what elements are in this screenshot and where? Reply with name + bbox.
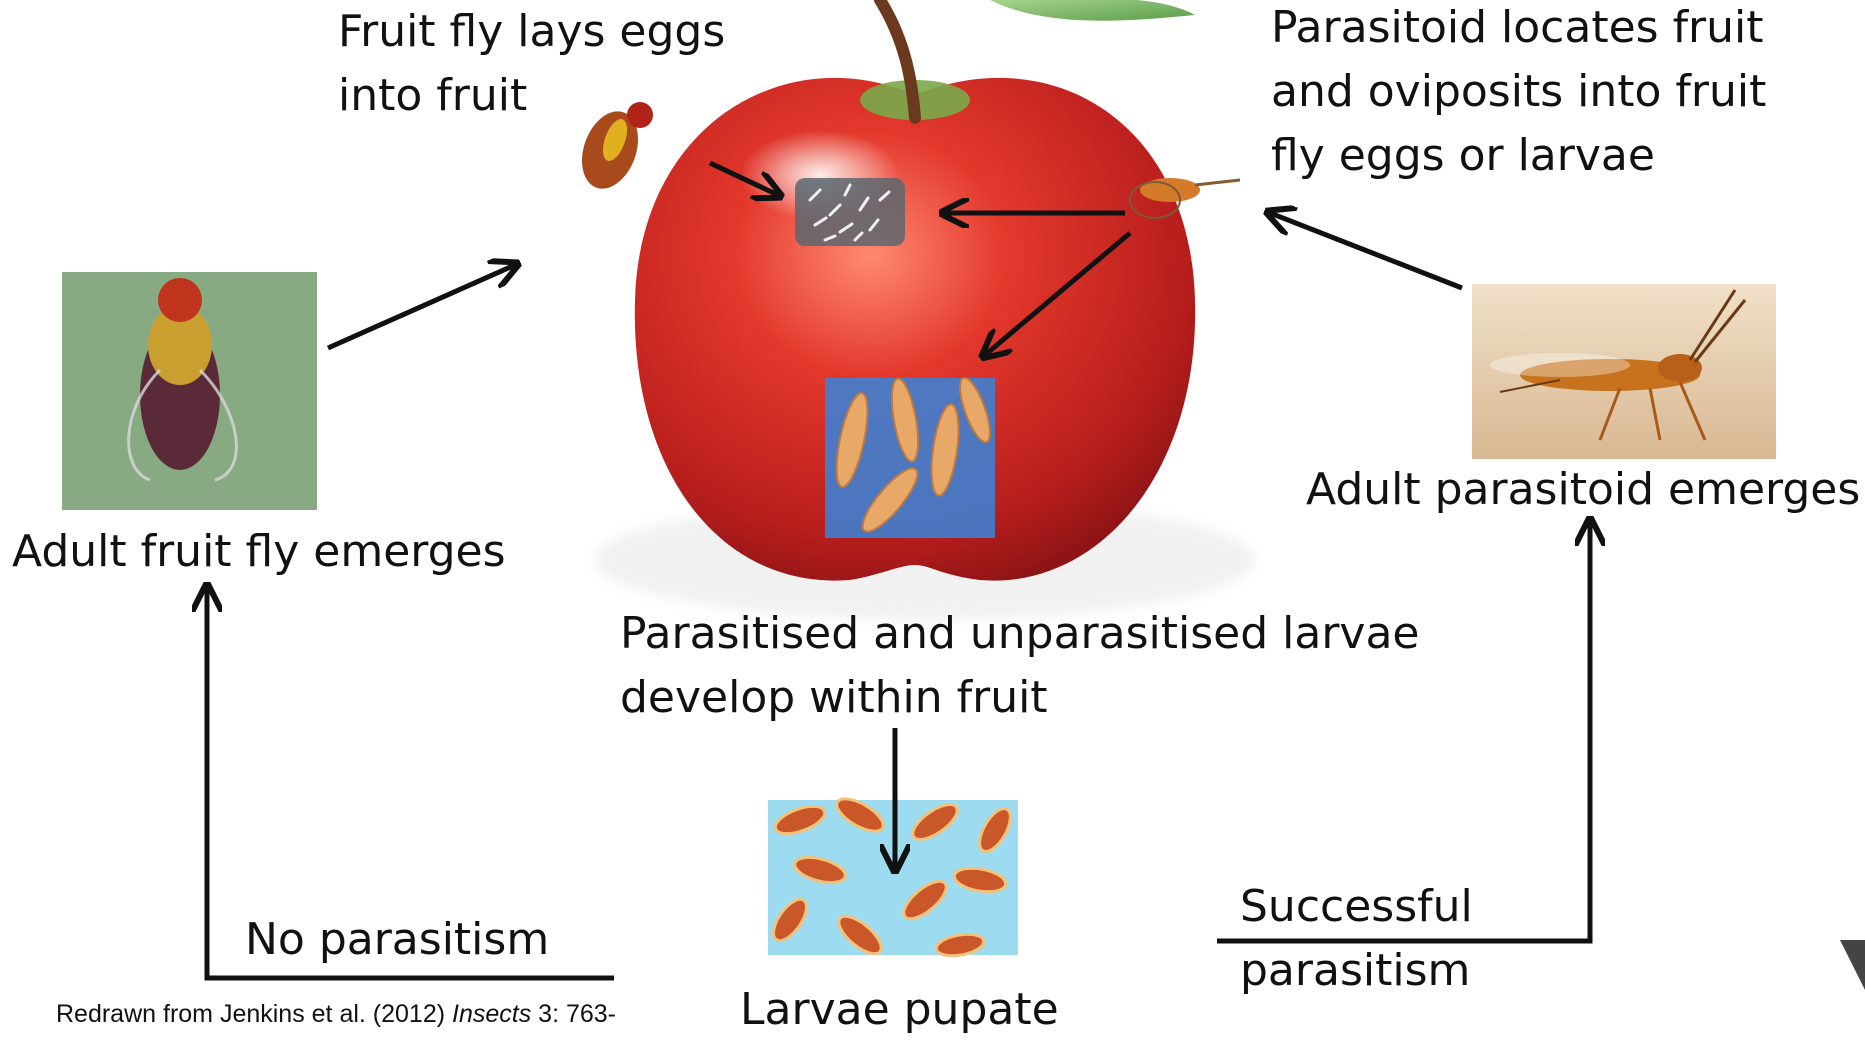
label-fly-lays-eggs: Fruit fly lays eggs into fruit bbox=[338, 0, 725, 128]
label-parasitoid-locates: Parasitoid locates fruit and oviposits i… bbox=[1271, 0, 1766, 188]
arrow-parasitoid-to-larvae bbox=[985, 233, 1130, 355]
label-larvae-pupate: Larvae pupate bbox=[740, 978, 1059, 1042]
arrow-adult-parasitoid-to-fruit bbox=[1270, 213, 1462, 288]
arrow-into-eggs bbox=[710, 163, 778, 195]
label-adult-fruit-fly: Adult fruit fly emerges bbox=[12, 520, 506, 584]
label-successful-parasitism: Successful parasitism bbox=[1240, 875, 1473, 1003]
arrow-fly-to-fruit bbox=[328, 265, 515, 348]
label-adult-parasitoid: Adult parasitoid emerges bbox=[1306, 458, 1860, 522]
label-larvae-develop: Parasitised and unparasitised larvae dev… bbox=[620, 602, 1419, 730]
label-no-parasitism: No parasitism bbox=[245, 908, 549, 972]
citation: Redrawn from Jenkins et al. (2012) Insec… bbox=[56, 1000, 616, 1029]
